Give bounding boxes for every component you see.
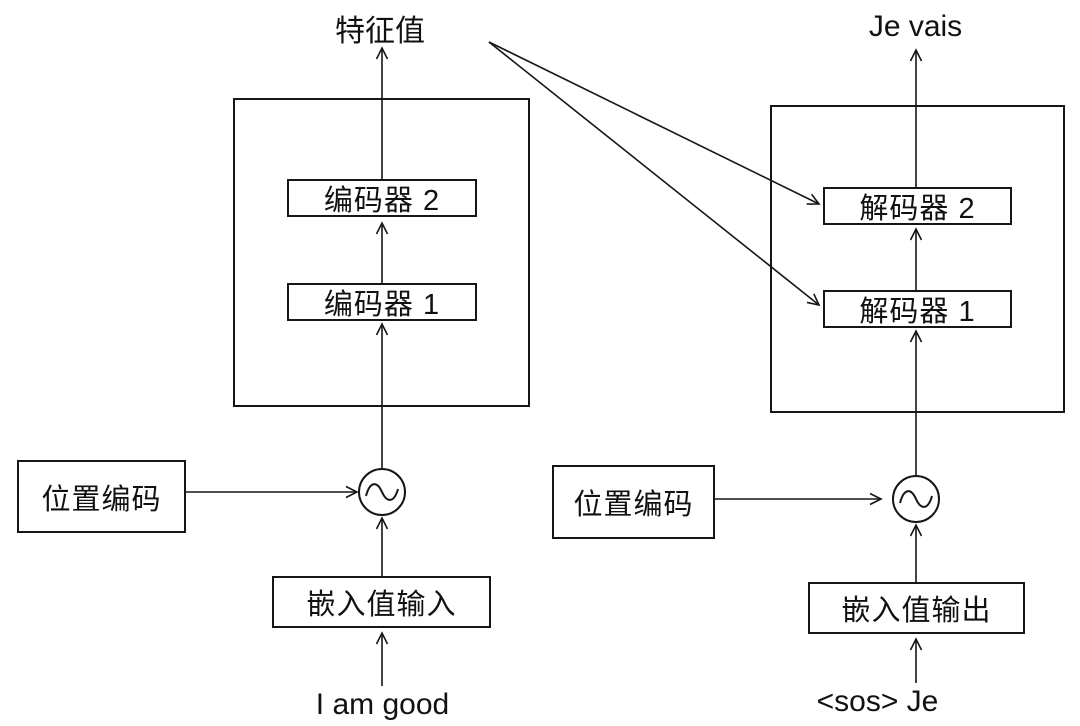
add-node-right (892, 475, 940, 523)
encoder-layer-2-box: 编码器 2 (287, 179, 477, 217)
embedding-input-box: 嵌入值输入 (272, 576, 491, 628)
decoder-layer-1-label: 解码器 1 (859, 296, 976, 328)
feature-output-label: 特征值 (335, 15, 425, 48)
embedding-input-label: 嵌入值输入 (306, 589, 457, 621)
decoder-input-tokens-label: <sos> Je (816, 685, 939, 718)
encoder-layer-1-box: 编码器 1 (287, 283, 477, 321)
positional-encoding-left-box: 位置编码 (17, 460, 186, 533)
sine-wave-icon (899, 490, 933, 508)
decoder-layer-2-label: 解码器 2 (859, 193, 976, 225)
prediction-output-label: Je vais (868, 10, 963, 43)
encoder-layer-2-label: 编码器 2 (323, 185, 441, 217)
encoder-stack-box (233, 98, 530, 407)
positional-encoding-right-label: 位置编码 (573, 489, 694, 521)
encoder-input-tokens-label: I am good (315, 688, 450, 721)
add-node-left (358, 468, 406, 516)
decoder-stack-box (770, 105, 1065, 413)
embedding-output-label: 嵌入值输出 (841, 595, 992, 627)
embedding-output-box: 嵌入值输出 (808, 582, 1025, 634)
encoder-layer-1-label: 编码器 1 (323, 289, 441, 321)
positional-encoding-left-label: 位置编码 (41, 483, 162, 516)
decoder-layer-2-box: 解码器 2 (823, 187, 1012, 225)
decoder-layer-1-box: 解码器 1 (823, 290, 1012, 328)
positional-encoding-right-box: 位置编码 (552, 465, 715, 539)
sine-wave-icon (365, 483, 399, 501)
